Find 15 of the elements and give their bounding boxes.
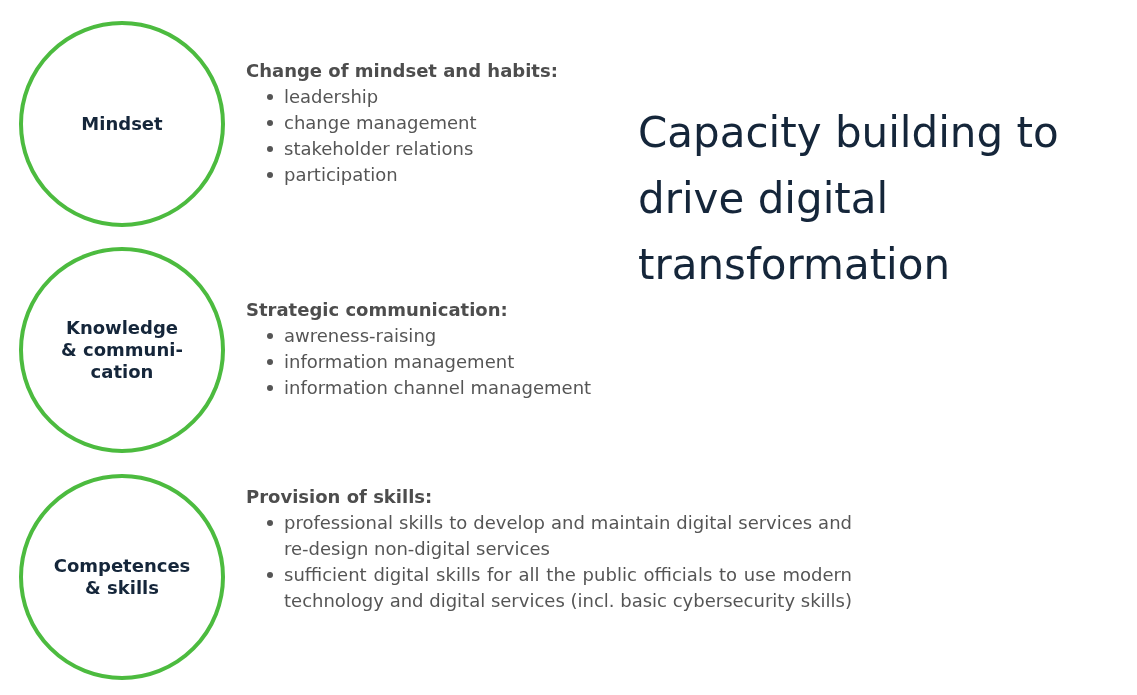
section-heading: Provision of skills: bbox=[246, 485, 434, 509]
bullet-text: change management bbox=[284, 112, 477, 133]
bullet-text: stakeholder relations bbox=[284, 138, 474, 159]
bullet-text: information management bbox=[284, 351, 515, 372]
section-heading: Strategic communication: bbox=[246, 298, 509, 322]
bullet-text: leadership bbox=[284, 86, 379, 107]
circle-label: Competences & skills bbox=[52, 555, 192, 599]
bullet-text: participation bbox=[284, 164, 398, 185]
circle-label: Mindset bbox=[80, 113, 164, 135]
section-heading: Change of mindset and habits: bbox=[246, 59, 559, 83]
circle-label: Knowledge & communi- cation bbox=[60, 317, 184, 383]
bullet-text: information channel management bbox=[284, 377, 592, 398]
bullet-text: sufficient digital skills for all the public officials to use modern technology and digital services (incl. basic cybersecurity skills) bbox=[284, 564, 852, 611]
diagram-title: Capacity building to drive digital transformation bbox=[638, 107, 1060, 291]
bullet-text: awreness-raising bbox=[284, 325, 437, 346]
